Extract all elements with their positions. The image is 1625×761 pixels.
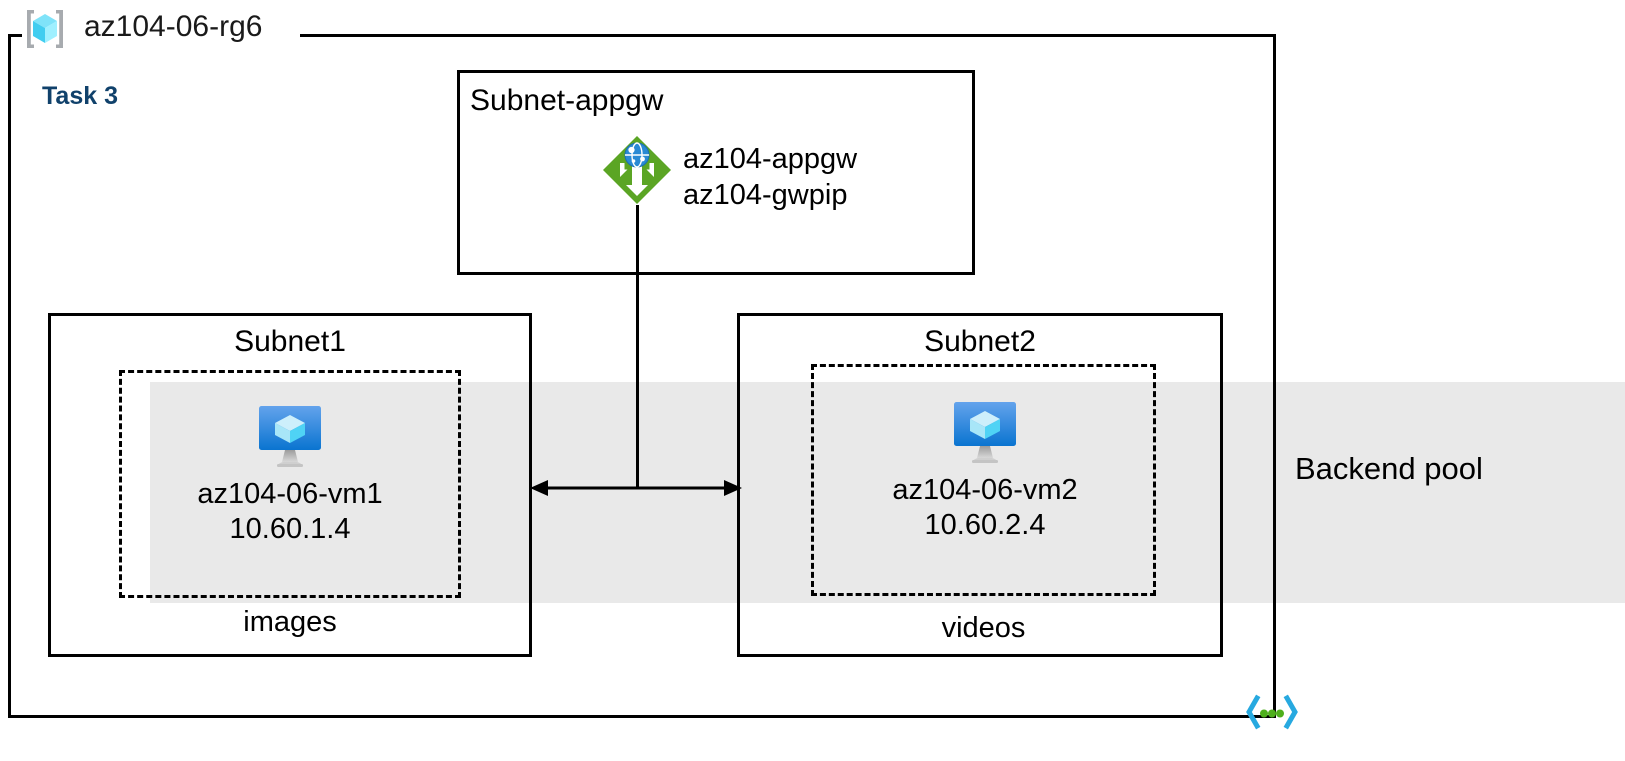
subnet1-sublabel: images	[243, 606, 337, 638]
resource-group-cube-icon	[22, 6, 68, 52]
virtual-machine-icon	[160, 400, 420, 477]
backend-pool-band	[150, 382, 1625, 603]
subnet2-box	[737, 313, 1223, 657]
subnet2-title: Subnet2	[924, 325, 1036, 358]
subnet-interconnect-arrow	[530, 472, 742, 504]
backend-pool-label: Backend pool	[1295, 451, 1483, 486]
application-gateway-labels: az104-appgw az104-gwpip	[683, 142, 857, 214]
resource-group-border-bottom	[8, 715, 1276, 718]
vm2-ip: 10.60.2.4	[924, 509, 1046, 542]
subnet1-box	[48, 313, 532, 657]
vm2-node: az104-06-vm2 10.60.2.4	[855, 396, 1115, 544]
subnet1-vm-group	[119, 370, 461, 598]
vm1-ip: 10.60.1.4	[229, 513, 351, 546]
virtual-network-icon	[1241, 692, 1303, 732]
appgw-connector-line	[636, 205, 639, 488]
task-label: Task 3	[42, 82, 118, 110]
resource-group-border-top-stub	[8, 34, 22, 37]
subnet2-vm-group	[811, 364, 1156, 596]
resource-group-label: az104-06-rg6	[84, 10, 263, 43]
resource-group-border-right	[1273, 34, 1276, 718]
gwpip-name: az104-gwpip	[683, 178, 848, 211]
vm1-name: az104-06-vm1	[197, 478, 383, 510]
resource-group-border-top	[300, 34, 1276, 37]
subnet2-sublabel: videos	[941, 612, 1026, 644]
subnet-appgw-box	[457, 70, 975, 275]
resource-group-border-left	[8, 34, 11, 718]
vm1-node: az104-06-vm1 10.60.1.4	[160, 400, 420, 548]
virtual-machine-icon	[855, 396, 1115, 473]
subnet1-title: Subnet1	[234, 325, 346, 358]
subnet-appgw-title: Subnet-appgw	[470, 84, 664, 117]
application-gateway-icon	[600, 133, 674, 212]
appgw-name: az104-appgw	[683, 143, 858, 175]
vm2-name: az104-06-vm2	[892, 474, 1078, 506]
